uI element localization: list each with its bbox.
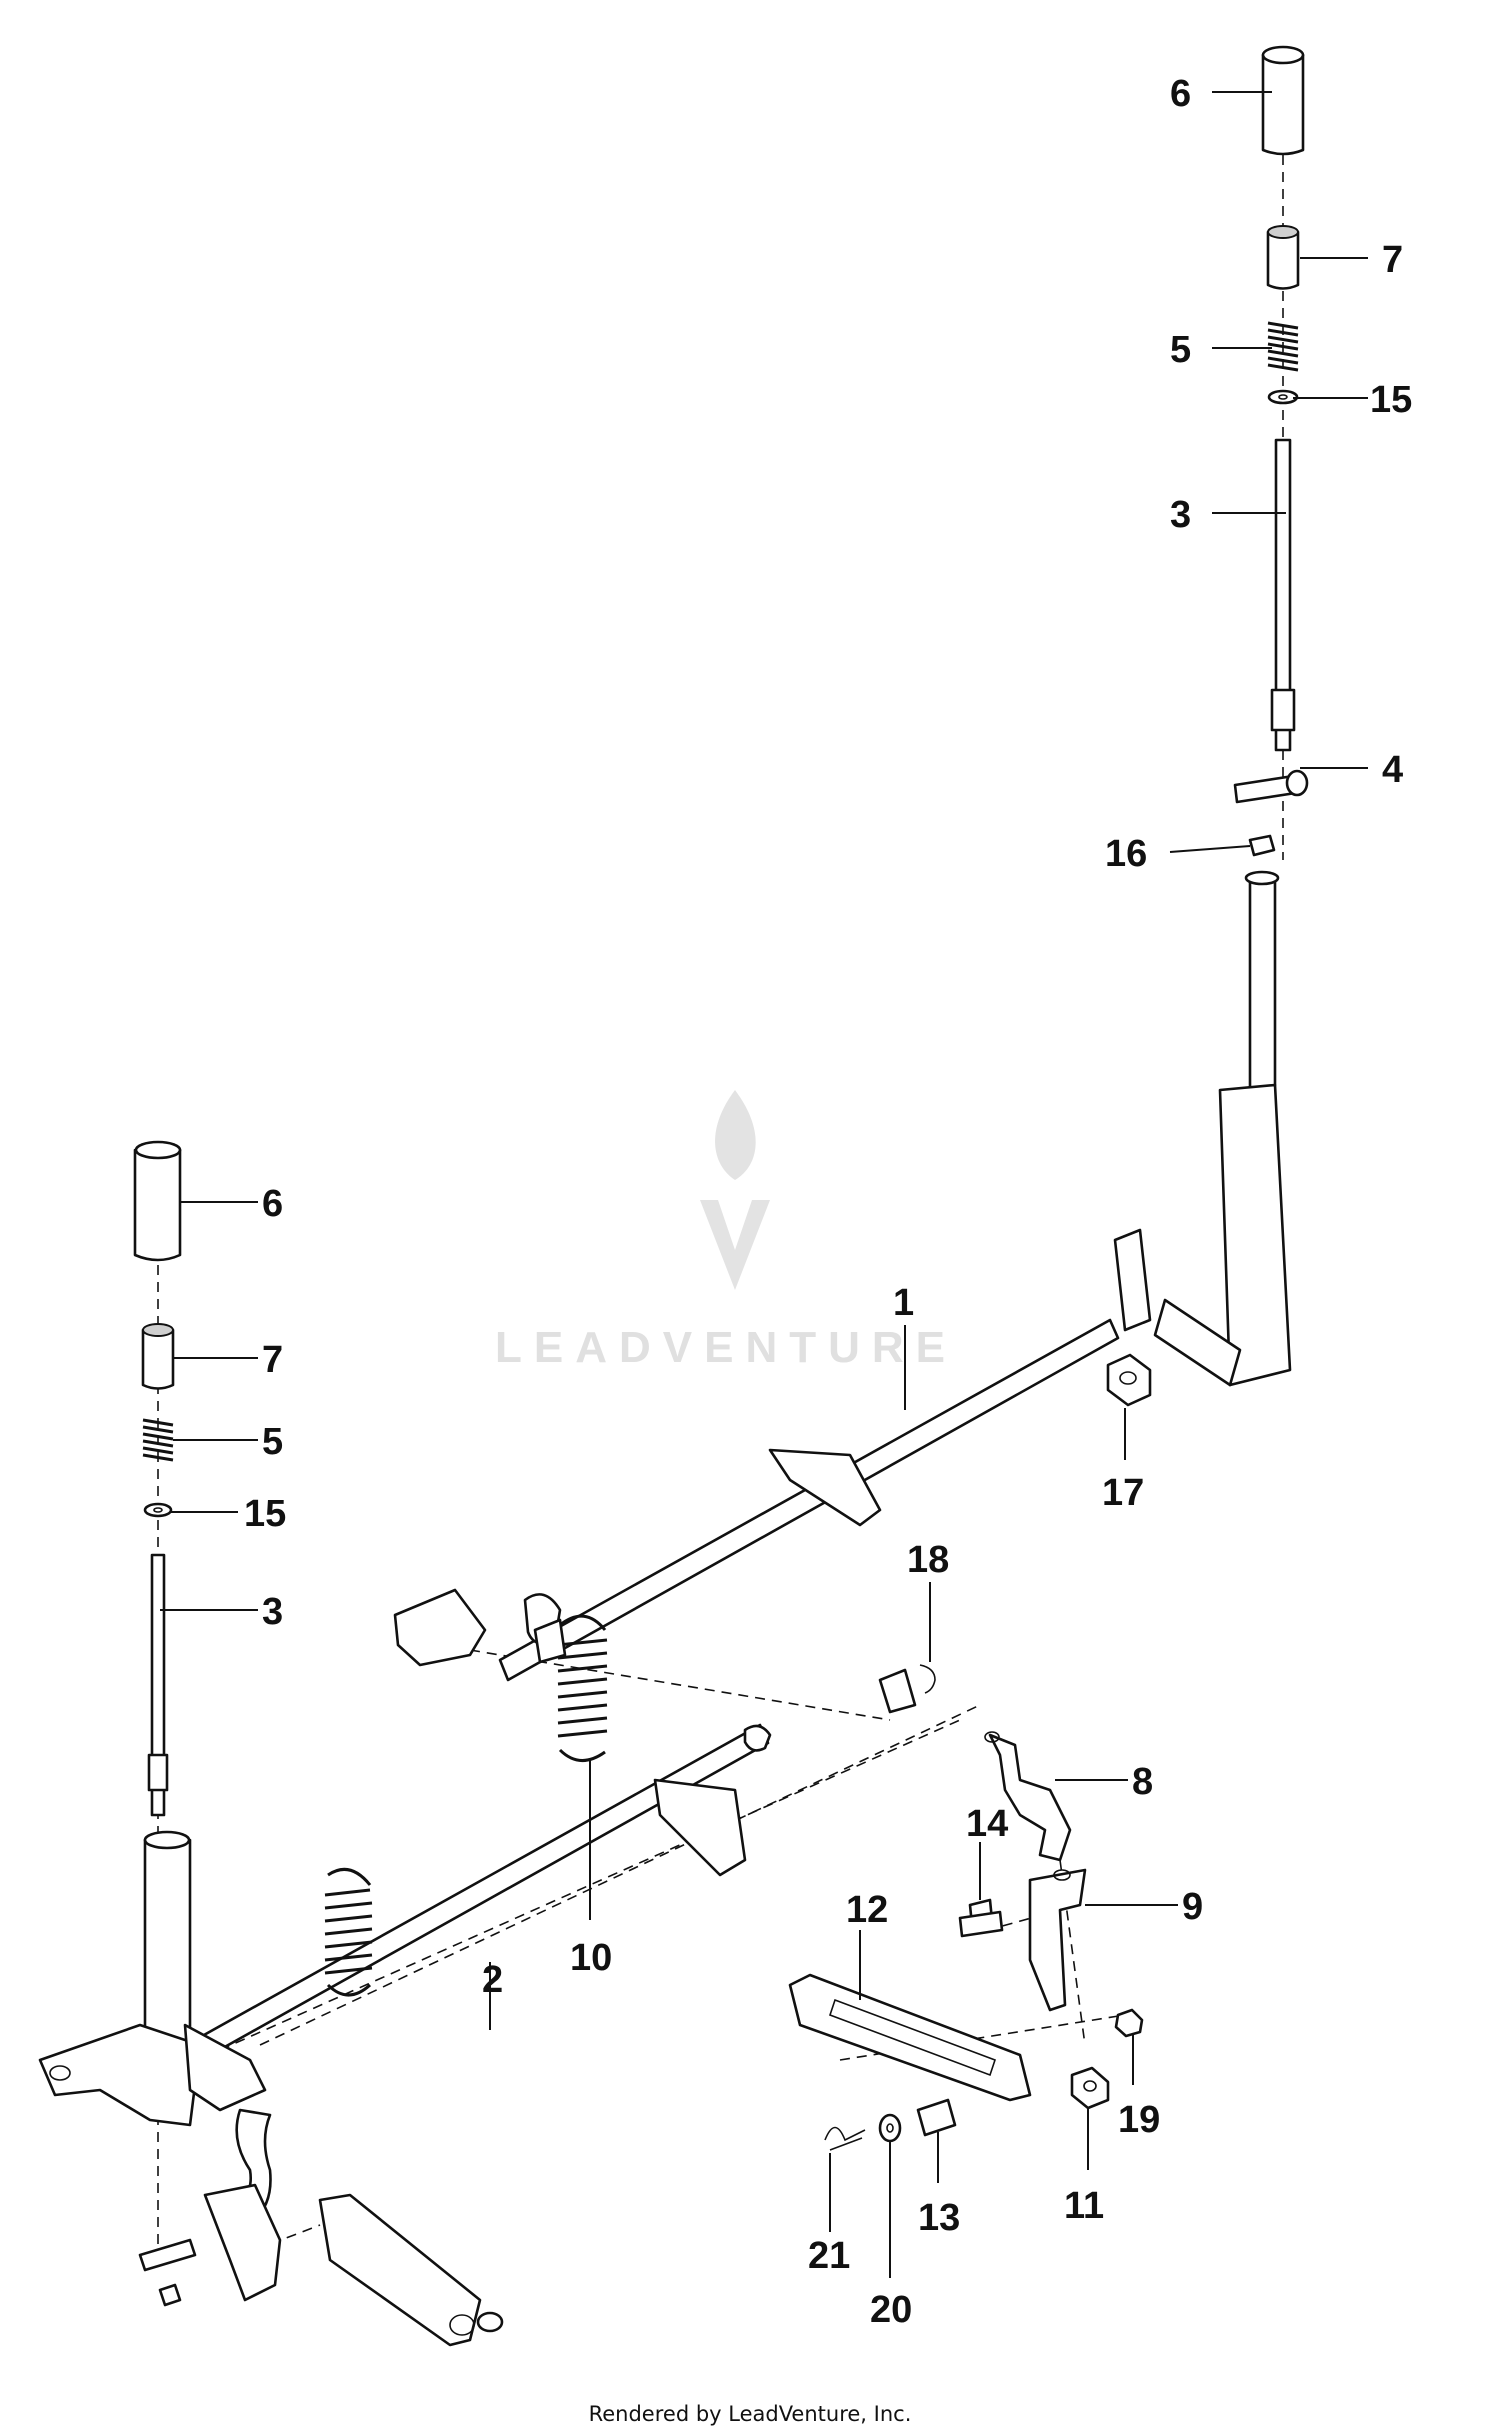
callout-4: 4 bbox=[1382, 749, 1403, 791]
left-handle-insert bbox=[141, 1323, 175, 1390]
right-handle-grip bbox=[1261, 45, 1305, 156]
callout-7-left: 7 bbox=[262, 1339, 283, 1381]
leadventure-watermark: LEADVENTURE bbox=[495, 1090, 957, 1372]
callout-6-right: 6 bbox=[1170, 73, 1191, 115]
leader-lines bbox=[160, 91, 1368, 2278]
watermark-text: LEADVENTURE bbox=[495, 1323, 957, 1372]
assembly-lines bbox=[157, 155, 1284, 2255]
shift-shaft-upper bbox=[393, 870, 1292, 1682]
lock-nut bbox=[1114, 2008, 1144, 2038]
flange-nut bbox=[1106, 1353, 1152, 1407]
retaining-clip bbox=[919, 1664, 936, 1694]
bushing-pin bbox=[916, 2098, 957, 2137]
callout-2: 2 bbox=[482, 1959, 503, 2001]
callout-19: 19 bbox=[1118, 2099, 1160, 2141]
callout-7-right: 7 bbox=[1382, 239, 1403, 281]
right-handle-spring bbox=[1267, 321, 1299, 372]
right-handle-rod bbox=[1270, 438, 1296, 752]
callout-16: 16 bbox=[1105, 833, 1147, 875]
hair-pin-clip bbox=[824, 2126, 866, 2151]
render-credit: Rendered by LeadVenture, Inc. bbox=[588, 2402, 912, 2426]
brake-shaft-lower bbox=[38, 1723, 772, 2347]
hex-nut bbox=[1070, 2066, 1110, 2110]
left-handle-grip bbox=[133, 1140, 182, 1262]
callout-3-right: 3 bbox=[1170, 494, 1191, 536]
left-handle-rod bbox=[147, 1553, 169, 1817]
link-plate bbox=[788, 1973, 1032, 2102]
left-handle-spring bbox=[142, 1418, 174, 1462]
callout-1: 1 bbox=[893, 1282, 914, 1324]
callout-5-right: 5 bbox=[1170, 329, 1191, 371]
bushing-upper bbox=[533, 1618, 567, 1664]
callout-5-left: 5 bbox=[262, 1421, 283, 1463]
flat-washer bbox=[878, 2113, 902, 2143]
callout-labels: 6 7 5 15 3 4 16 1 17 6 7 5 15 3 18 8 14 … bbox=[244, 73, 1412, 2331]
callout-8: 8 bbox=[1132, 1761, 1153, 1803]
left-pin bbox=[138, 2238, 197, 2272]
right-handle-washer bbox=[1267, 389, 1299, 405]
right-handle-insert bbox=[1266, 225, 1300, 290]
pivot-bracket bbox=[1028, 1868, 1087, 2012]
callout-6-left: 6 bbox=[262, 1183, 283, 1225]
callout-15-left: 15 bbox=[244, 1493, 286, 1535]
callout-12: 12 bbox=[846, 1889, 888, 1931]
extension-spring-right bbox=[557, 1614, 608, 1762]
right-handle-nut bbox=[1248, 834, 1276, 857]
callout-13: 13 bbox=[918, 2197, 960, 2239]
callout-21: 21 bbox=[808, 2235, 850, 2277]
shoulder-bolt bbox=[958, 1898, 1004, 1938]
callout-17: 17 bbox=[1102, 1472, 1144, 1514]
callout-15-right: 15 bbox=[1370, 379, 1412, 421]
left-handle-washer bbox=[143, 1502, 173, 1518]
callout-3-left: 3 bbox=[262, 1591, 283, 1633]
callout-11: 11 bbox=[1064, 2185, 1104, 2227]
left-nut bbox=[158, 2283, 182, 2307]
right-handle-pin bbox=[1233, 769, 1309, 804]
bushing-lower bbox=[878, 1668, 917, 1714]
linkage-rod bbox=[984, 1731, 1072, 1862]
callout-20: 20 bbox=[870, 2289, 912, 2331]
callout-18: 18 bbox=[907, 1539, 949, 1581]
callout-10: 10 bbox=[570, 1937, 612, 1979]
extension-spring-left bbox=[324, 1867, 373, 1997]
callout-14: 14 bbox=[966, 1803, 1008, 1845]
callout-9: 9 bbox=[1182, 1886, 1203, 1928]
